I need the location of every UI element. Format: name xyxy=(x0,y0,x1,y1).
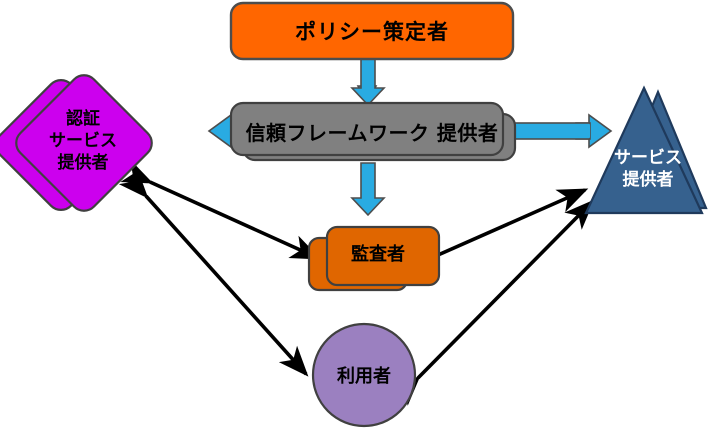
connector-policy-to-framework xyxy=(350,56,386,107)
connector-auth-to-user xyxy=(118,167,309,377)
connector-auth-to-auditor xyxy=(120,159,322,260)
connector-framework-to-auditor xyxy=(350,162,386,217)
node-auth-service-provider[interactable] xyxy=(0,69,158,216)
connector-user-to-service xyxy=(390,199,595,406)
connector-auditor-to-service xyxy=(408,188,589,278)
node-service-provider[interactable] xyxy=(584,85,708,215)
connector-framework-to-service xyxy=(503,113,613,149)
node-user[interactable] xyxy=(311,322,417,428)
node-policy-maker[interactable] xyxy=(229,1,515,61)
node-trust-framework-provider[interactable] xyxy=(229,101,517,162)
node-auditor[interactable] xyxy=(307,225,441,292)
